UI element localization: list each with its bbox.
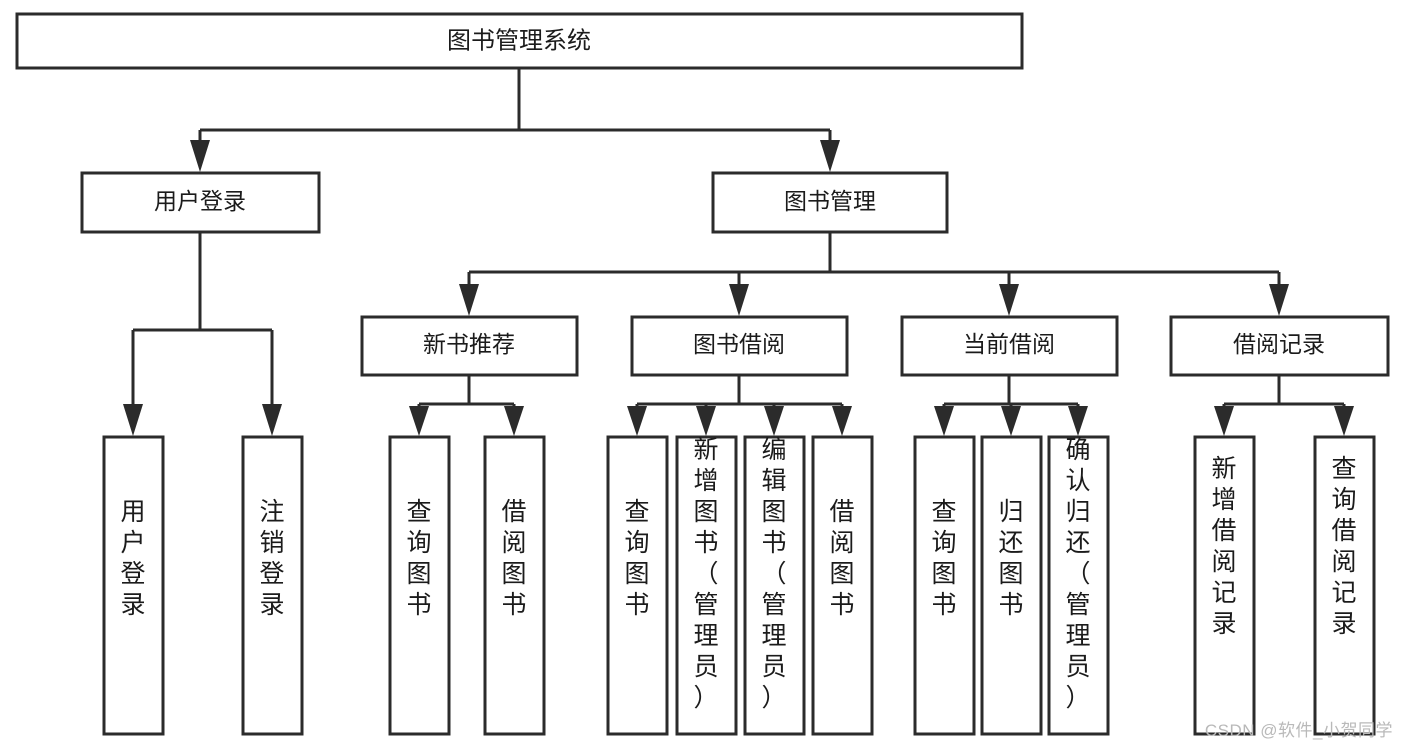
leaf-bb-edit-book-admin-box[interactable]: [743, 435, 806, 736]
leaf-br-add-record[interactable]: 新增借阅记录: [1193, 435, 1256, 736]
node-root-box[interactable]: [15, 12, 1024, 70]
leaf-user-login-login-label: 用户登录: [120, 498, 145, 619]
leaf-cb-confirm-return-admin-box[interactable]: [1047, 435, 1110, 736]
node-new-book-recommend-label: 新书推荐: [423, 331, 515, 357]
leaf-cb-return-book[interactable]: 归还图书: [980, 435, 1043, 736]
node-borrow-record[interactable]: 借阅记录: [1169, 315, 1390, 377]
leaf-br-query-record-label: 查询借阅记录: [1331, 455, 1356, 638]
arrowhead-book-borrow: [729, 284, 749, 316]
leaf-cb-query-book[interactable]: 查询图书: [913, 435, 976, 736]
arrowhead-bb-leaf-1: [627, 406, 647, 436]
leaf-bb-borrow-book[interactable]: 借阅图书: [811, 435, 874, 736]
leaf-nbr-borrow-book[interactable]: 借阅图书: [483, 435, 546, 736]
leaf-nbr-borrow-book-label: 借阅图书: [501, 498, 526, 619]
leaf-cb-return-book-box[interactable]: [980, 435, 1043, 736]
leaf-user-login-logout-box[interactable]: [241, 435, 304, 736]
node-user-login-box[interactable]: [80, 171, 321, 234]
leaf-bb-add-book-admin-box[interactable]: [675, 435, 738, 736]
leaf-bb-query-book-box[interactable]: [606, 435, 669, 736]
arrowhead-new-book-recommend: [459, 284, 479, 316]
node-book-management-box[interactable]: [711, 171, 949, 234]
arrowhead-book-mgmt: [820, 140, 840, 172]
leaf-bb-borrow-book-label: 借阅图书: [829, 498, 854, 619]
node-current-borrow-box[interactable]: [900, 315, 1119, 377]
leaf-br-query-record-box[interactable]: [1313, 435, 1376, 736]
node-user-login-label: 用户登录: [154, 188, 246, 214]
arrowhead-leaf-user-login: [123, 404, 143, 436]
arrowhead-br-leaf-1: [1214, 406, 1234, 436]
arrowhead-user-login: [190, 140, 210, 172]
node-user-login[interactable]: 用户登录: [80, 171, 321, 234]
node-borrow-record-box[interactable]: [1169, 315, 1390, 377]
leaf-bb-edit-book-admin[interactable]: 编辑图书（管理员）: [743, 435, 806, 736]
arrowhead-current-borrow: [999, 284, 1019, 316]
leaf-cb-confirm-return-admin-label: 确认归还（管理员）: [1065, 436, 1090, 712]
leaf-user-login-logout[interactable]: 注销登录: [241, 435, 304, 736]
node-book-borrow[interactable]: 图书借阅: [630, 315, 849, 377]
arrowhead-br-leaf-2: [1334, 406, 1354, 436]
node-borrow-record-label: 借阅记录: [1233, 331, 1325, 357]
leaf-nbr-query-book[interactable]: 查询图书: [388, 435, 451, 736]
arrowhead-bb-leaf-3: [764, 406, 784, 436]
node-book-borrow-box[interactable]: [630, 315, 849, 377]
arrowhead-cb-leaf-1: [934, 406, 954, 436]
arrowhead-borrow-record: [1269, 284, 1289, 316]
arrowhead-bb-leaf-2: [696, 406, 716, 436]
leaf-bb-query-book-label: 查询图书: [624, 498, 649, 619]
leaf-nbr-query-book-label: 查询图书: [406, 498, 431, 619]
connector-layer: [123, 68, 1354, 436]
node-book-management-label: 图书管理: [784, 188, 876, 214]
leaf-cb-query-book-box[interactable]: [913, 435, 976, 736]
leaf-br-add-record-label: 新增借阅记录: [1211, 455, 1236, 638]
leaf-nbr-borrow-book-box[interactable]: [483, 435, 546, 736]
leaf-cb-query-book-label: 查询图书: [931, 498, 956, 619]
node-book-borrow-label: 图书借阅: [693, 331, 785, 357]
leaf-bb-add-book-admin[interactable]: 新增图书（管理员）: [675, 435, 738, 736]
leaf-cb-confirm-return-admin[interactable]: 确认归还（管理员）: [1047, 435, 1110, 736]
leaf-bb-borrow-book-box[interactable]: [811, 435, 874, 736]
node-root-label: 图书管理系统: [447, 27, 591, 54]
arrowhead-nbr-leaf-1: [409, 406, 429, 436]
leaf-user-login-login[interactable]: 用户登录: [102, 435, 165, 736]
node-current-borrow[interactable]: 当前借阅: [900, 315, 1119, 377]
leaf-bb-edit-book-admin-label: 编辑图书（管理员）: [761, 436, 786, 712]
leaf-cb-return-book-label: 归还图书: [998, 498, 1023, 619]
node-new-book-recommend[interactable]: 新书推荐: [360, 315, 579, 377]
node-new-book-recommend-box[interactable]: [360, 315, 579, 377]
node-book-management[interactable]: 图书管理: [711, 171, 949, 234]
arrowhead-nbr-leaf-2: [504, 406, 524, 436]
leaf-br-add-record-box[interactable]: [1193, 435, 1256, 736]
leaf-br-query-record[interactable]: 查询借阅记录: [1313, 435, 1376, 736]
arrowhead-cb-leaf-3: [1068, 406, 1088, 436]
csdn-watermark: CSDN @软件_小贺同学: [1204, 721, 1393, 740]
arrowhead-cb-leaf-2: [1001, 406, 1021, 436]
arrowhead-bb-leaf-4: [832, 406, 852, 436]
node-current-borrow-label: 当前借阅: [963, 331, 1055, 357]
node-root[interactable]: 图书管理系统: [15, 12, 1024, 70]
leaf-bb-add-book-admin-label: 新增图书（管理员）: [693, 436, 718, 712]
leaf-bb-query-book[interactable]: 查询图书: [606, 435, 669, 736]
leaf-user-login-logout-label: 注销登录: [259, 498, 284, 619]
leaf-nbr-query-book-box[interactable]: [388, 435, 451, 736]
arrowhead-leaf-logout: [262, 404, 282, 436]
leaf-user-login-login-box[interactable]: [102, 435, 165, 736]
